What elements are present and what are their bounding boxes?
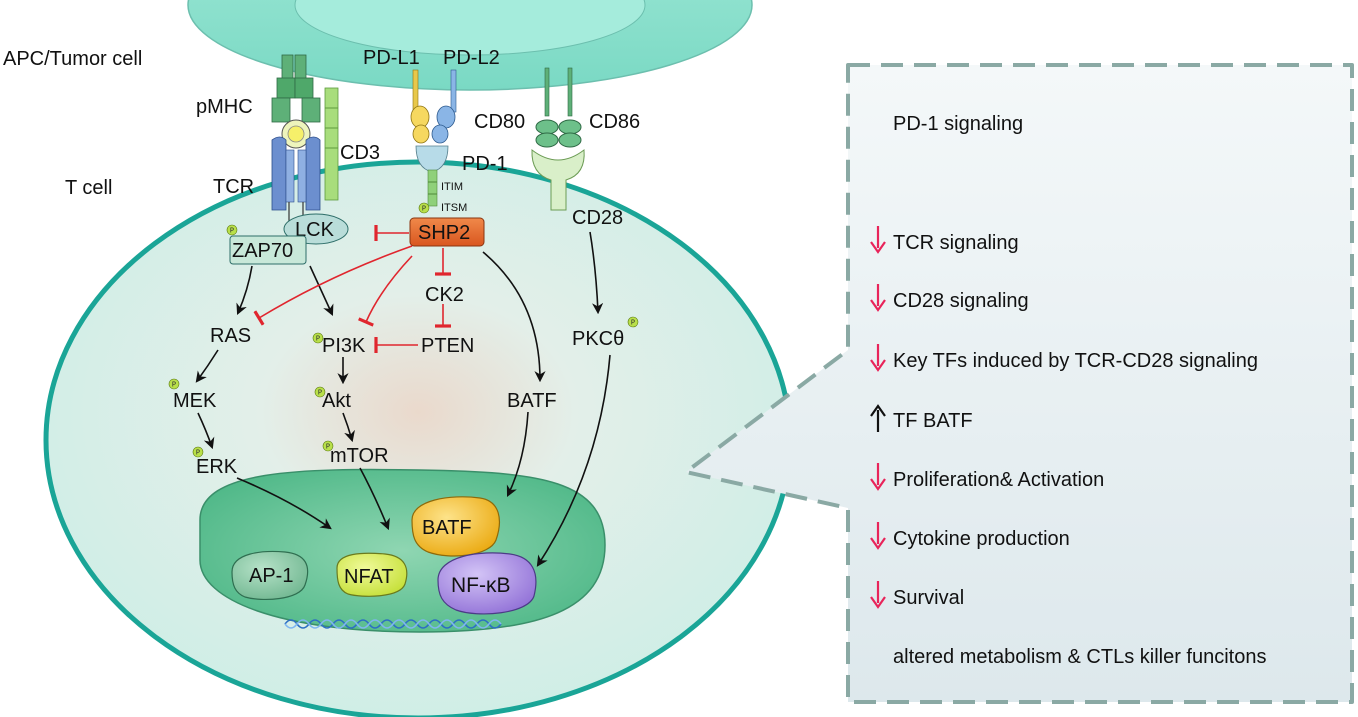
down-arrow-icon <box>870 344 886 372</box>
svg-text:P: P <box>172 381 176 389</box>
svg-text:Cytokine production: Cytokine production <box>893 528 1070 550</box>
summary-panel <box>684 63 1354 704</box>
ap1-factor: AP-1 <box>231 550 309 601</box>
phospho-markers: P P P P P P P P <box>168 202 639 458</box>
cd28-label: CD28 <box>572 207 623 229</box>
pmhc-label: pMHC <box>196 96 253 118</box>
down-arrow-icon <box>870 522 886 550</box>
svg-text:CD28 signaling: CD28 signaling <box>893 290 1029 312</box>
down-arrow-icon <box>870 581 886 609</box>
svg-text:P: P <box>422 205 426 213</box>
svg-text:P: P <box>326 443 330 451</box>
nucleus <box>199 468 606 633</box>
ck2-label: CK2 <box>425 284 464 306</box>
svg-text:Survival: Survival <box>893 587 964 609</box>
down-arrow-icon <box>870 226 886 254</box>
panel-item-key-tfs: Key TFs induced by TCR-CD28 signaling <box>870 344 1258 372</box>
panel-item-metabolism: altered metabolism & CTLs killer funcito… <box>893 646 1266 668</box>
pmhc-tcr-complex <box>271 54 321 232</box>
phospho-icon: P <box>418 202 430 214</box>
pd-l2-label: PD-L2 <box>443 47 500 69</box>
panel-list: TCR signaling CD28 signaling Key TFs ind… <box>870 226 1266 668</box>
t-cell-label: T cell <box>65 177 112 199</box>
ras-label: RAS <box>210 325 251 347</box>
svg-text:altered metabolism & CTLs kill: altered metabolism & CTLs killer funcito… <box>893 646 1266 668</box>
cd80-label: CD80 <box>474 111 525 133</box>
svg-text:P: P <box>316 335 320 343</box>
phospho-icon: P <box>168 378 180 390</box>
svg-text:P: P <box>230 227 234 235</box>
ap1-label: AP-1 <box>249 565 293 587</box>
itsm-label: ITSM <box>441 202 467 214</box>
svg-text:TF BATF: TF BATF <box>893 410 973 432</box>
apc-cell-label: APC/Tumor cell <box>3 48 142 70</box>
cd3-receptor <box>324 87 339 201</box>
cd3-label: CD3 <box>340 142 380 164</box>
panel-item-survival: Survival <box>870 581 964 609</box>
phospho-icon: P <box>627 316 639 328</box>
lck-label: LCK <box>295 219 335 241</box>
shp2-node: SHP2 <box>409 217 485 247</box>
panel-item-proliferation: Proliferation& Activation <box>870 463 1104 491</box>
phospho-icon: P <box>312 332 324 344</box>
tcr-label: TCR <box>213 176 254 198</box>
svg-text:Key TFs induced by TCR-CD28 si: Key TFs induced by TCR-CD28 signaling <box>893 350 1258 372</box>
svg-text:Proliferation& Activation: Proliferation& Activation <box>893 469 1104 491</box>
erk-label: ERK <box>196 456 238 478</box>
pi3k-label: PI3K <box>322 335 366 357</box>
svg-text:P: P <box>318 389 322 397</box>
mek-label: MEK <box>173 390 217 412</box>
phospho-icon: P <box>322 440 334 452</box>
panel-item-tcr-signaling: TCR signaling <box>870 226 1019 254</box>
nfkb-label: NF-κB <box>451 574 511 597</box>
itim-label: ITIM <box>441 181 463 193</box>
pd-l2-ligand <box>431 69 457 144</box>
panel-item-cd28-signaling: CD28 signaling <box>870 284 1029 312</box>
svg-text:TCR signaling: TCR signaling <box>893 232 1019 254</box>
phospho-icon: P <box>192 446 204 458</box>
pd-l1-ligand <box>410 69 430 144</box>
shp2-label: SHP2 <box>418 222 470 244</box>
zap70-node: ZAP70 <box>229 235 307 265</box>
svg-text:P: P <box>196 449 200 457</box>
down-arrow-icon <box>870 463 886 491</box>
apc-tumor-cell <box>187 0 753 91</box>
panel-item-tf-batf: TF BATF <box>870 404 973 432</box>
pd-l1-label: PD-L1 <box>363 47 420 69</box>
panel-title: PD-1 signaling <box>893 113 1023 135</box>
mtor-label: mTOR <box>330 445 389 467</box>
cd86-label: CD86 <box>589 111 640 133</box>
cd80-cd86-ligands <box>535 67 582 148</box>
akt-label: Akt <box>322 390 351 412</box>
up-arrow-icon <box>870 404 886 432</box>
inhibition-lines <box>253 225 451 353</box>
pkc-theta-label: PKCθ <box>572 328 624 350</box>
batf-cytoplasmic-label: BATF <box>507 390 557 412</box>
zap70-label: ZAP70 <box>232 240 293 262</box>
phospho-icon: P <box>226 224 238 236</box>
nfat-label: NFAT <box>344 566 394 588</box>
pten-label: PTEN <box>421 335 474 357</box>
cd28-receptor <box>531 149 585 211</box>
activation-arrows <box>195 231 611 567</box>
batf-nuclear-factor: BATF <box>411 496 500 557</box>
nfat-factor: NFAT <box>336 552 408 597</box>
dna-helix-icon <box>284 619 502 629</box>
pd1-label: PD-1 <box>462 153 508 175</box>
nfkb-factor: NF-κB <box>437 552 537 615</box>
batf-nuclear-label: BATF <box>422 517 472 539</box>
svg-text:P: P <box>631 319 635 327</box>
down-arrow-icon <box>870 284 886 312</box>
panel-item-cytokine: Cytokine production <box>870 522 1070 550</box>
pd1-receptor <box>415 145 449 207</box>
phospho-icon: P <box>314 386 326 398</box>
